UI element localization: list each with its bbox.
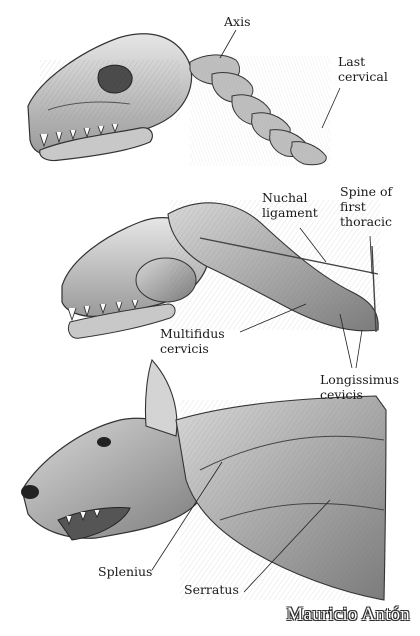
- label-axis: Axis: [224, 14, 251, 29]
- ear: [144, 358, 178, 437]
- artist-signature: Mauricio Antón: [286, 604, 410, 625]
- deep-muscle-panel: [61, 200, 380, 369]
- eye: [97, 437, 111, 447]
- label-multifidus: Multifidus cervicis: [160, 326, 225, 356]
- label-spine-first-thoracic: Spine of first thoracic: [340, 184, 393, 229]
- skeleton-panel: [27, 29, 341, 166]
- label-splenius: Splenius: [98, 564, 153, 579]
- label-last-cervical: Last cervical: [338, 54, 388, 84]
- label-serratus: Serratus: [184, 582, 239, 597]
- nose: [21, 485, 39, 499]
- label-longissimus: Longissimus cevicis: [320, 372, 400, 402]
- jaw-1: [39, 127, 153, 162]
- label-nuchal-ligament: Nuchal ligament: [262, 190, 318, 220]
- superficial-panel: [21, 358, 387, 601]
